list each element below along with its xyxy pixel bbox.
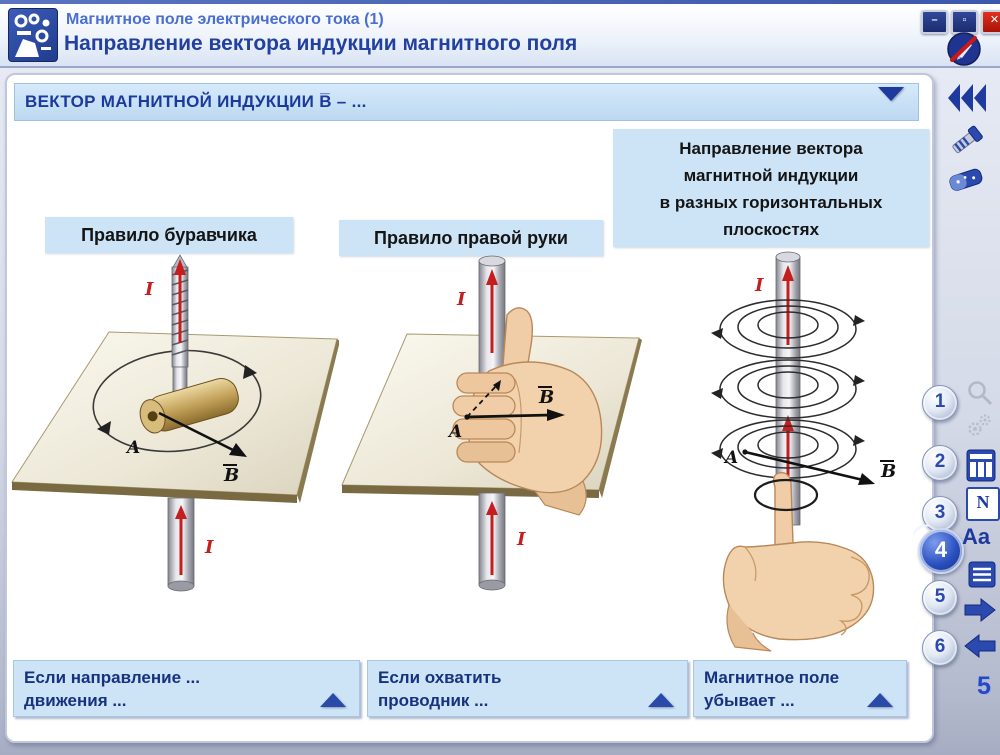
- current-label: I: [516, 529, 526, 550]
- hint-line-2: движения ...: [24, 691, 127, 710]
- nav-button-4-active[interactable]: 4: [918, 528, 964, 574]
- current-label: I: [754, 275, 764, 296]
- figure-right-hand-rule: I I A B: [341, 255, 642, 591]
- hint-panel-field-decay[interactable]: Магнитное поле убывает ...: [693, 660, 907, 717]
- nav-button-1[interactable]: 1: [922, 385, 958, 421]
- collapse-arrow-icon[interactable]: [867, 693, 893, 707]
- figure-field-planes: I A B: [711, 251, 896, 652]
- current-label: I: [144, 279, 154, 300]
- nav-button-3[interactable]: 3: [922, 496, 958, 532]
- figure-gimlet-rule: I I: [11, 254, 339, 592]
- planes-note-label: Направление вектора магнитной индукции в…: [613, 129, 929, 247]
- field-label: B: [538, 387, 554, 408]
- list-icon[interactable]: [968, 561, 996, 593]
- hint-line-1: Если охватить: [378, 668, 502, 687]
- field-label: B: [880, 461, 896, 482]
- periodic-table-icon[interactable]: N: [966, 487, 1000, 521]
- section-header: ВЕКТОР МАГНИТНОЙ ИНДУКЦИИ B̅ – ...: [14, 83, 919, 121]
- note-line-3: в разных горизонтальных: [659, 193, 883, 212]
- content-panel: ВЕКТОР МАГНИТНОЙ ИНДУКЦИИ B̅ – ... Прави…: [5, 73, 934, 743]
- hint-line-2: убывает ...: [704, 691, 795, 710]
- wire-below-plane: I: [167, 497, 214, 592]
- b-vector: A B: [723, 448, 896, 485]
- point-label: A: [723, 448, 738, 468]
- nav-button-2[interactable]: 2: [922, 445, 958, 481]
- nav-button-5[interactable]: 5: [922, 580, 958, 616]
- gears-icon[interactable]: [966, 412, 994, 445]
- minimize-button[interactable]: –: [921, 10, 948, 34]
- lesson-title: Магнитное поле электрического тока (1): [66, 11, 384, 28]
- hint-panel-gimlet[interactable]: Если направление ... движения ...: [13, 660, 360, 717]
- right-hand: [452, 307, 603, 516]
- wire-below-plane: I: [478, 492, 526, 591]
- collapse-arrow-icon[interactable]: [648, 693, 674, 707]
- app-logo-art: [14, 13, 51, 57]
- close-button[interactable]: ✕: [981, 10, 1000, 34]
- point-label: A: [125, 438, 140, 458]
- right-hand-rule-label: Правило правой руки: [339, 220, 603, 256]
- b-vector: A B: [125, 411, 247, 486]
- current-label: I: [204, 537, 214, 558]
- ring-group-middle: [711, 359, 865, 419]
- nav-button-6[interactable]: 6: [922, 630, 958, 666]
- field-label: B: [223, 465, 239, 486]
- title-bar: Магнитное поле электрического тока (1) Н…: [0, 4, 1000, 68]
- thumb-field-ellipse: [753, 478, 819, 512]
- collapse-arrow-icon[interactable]: [320, 693, 346, 707]
- hint-line-1: Если направление ...: [24, 668, 200, 687]
- hint-panel-right-hand[interactable]: Если охватить проводник ...: [367, 660, 688, 717]
- font-size-icon[interactable]: Aa: [962, 524, 991, 549]
- zoom-tool-icon[interactable]: [966, 379, 994, 412]
- point-label: A: [447, 422, 462, 442]
- drawing-disabled-icon[interactable]: [944, 29, 984, 69]
- page-title: Направление вектора индукции магнитного …: [64, 32, 578, 55]
- rewind-icon[interactable]: [946, 82, 990, 119]
- note-line-4: плоскостях: [722, 220, 820, 239]
- hint-line-1: Магнитное поле: [704, 668, 840, 687]
- note-line-2: магнитной индукции: [683, 166, 859, 185]
- app-logo: [8, 8, 58, 62]
- screw-tool-icon[interactable]: [946, 120, 988, 167]
- current-label: I: [456, 289, 466, 310]
- next-page-icon[interactable]: [963, 597, 997, 628]
- page-number: 5: [977, 672, 991, 700]
- expand-definition-arrow[interactable]: [878, 87, 904, 101]
- note-line-1: Направление вектора: [679, 139, 863, 158]
- ring-group-top: [711, 299, 865, 359]
- field-line-rings: [711, 299, 865, 479]
- previous-page-icon[interactable]: [963, 633, 997, 664]
- window-controls: – ▫ ✕: [921, 10, 1000, 34]
- hint-line-2: проводник ...: [378, 691, 489, 710]
- wire-above-plane: I: [456, 255, 506, 377]
- table-tool-icon[interactable]: [966, 449, 996, 487]
- b-vector: A B: [447, 380, 565, 442]
- window-top-border: [0, 0, 1000, 4]
- gimlet-rule-label: Правило буравчика: [45, 217, 293, 253]
- eraser-icon[interactable]: [944, 160, 990, 205]
